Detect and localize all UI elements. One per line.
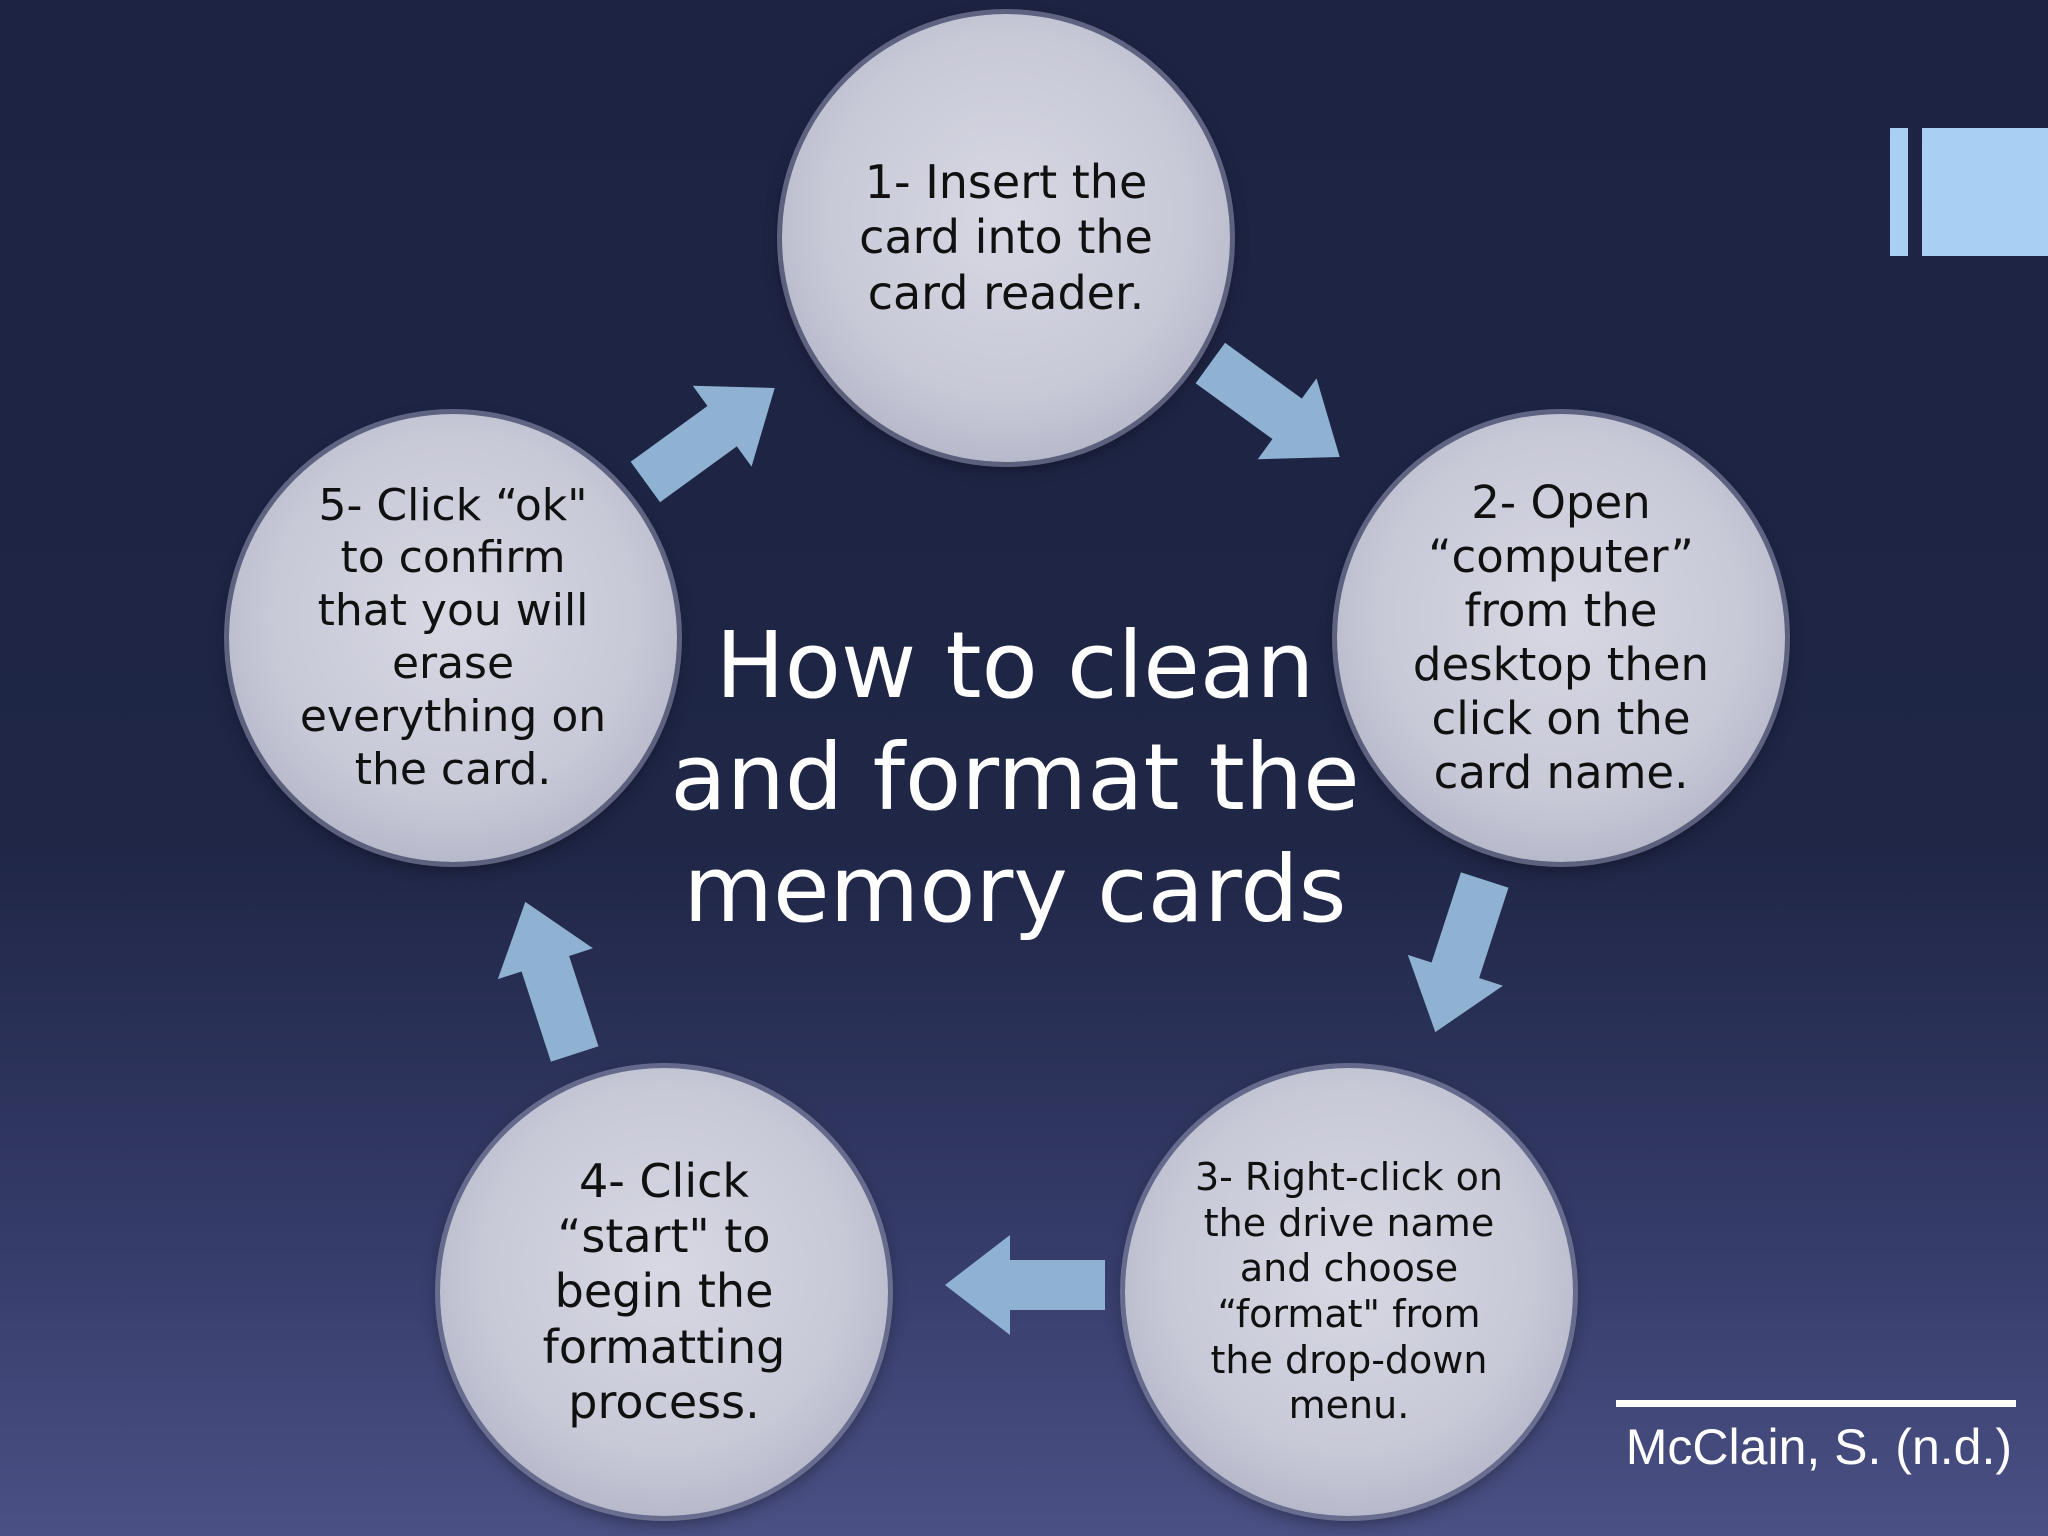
diagram-title: How to clean and format the memory cards bbox=[670, 612, 1360, 944]
step-3-text: 3- Right-click on the drive name and cho… bbox=[1194, 1155, 1504, 1428]
arrow-5-to-1-icon bbox=[630, 385, 775, 503]
step-4-text: 4- Click “start" to begin the formatting… bbox=[542, 1154, 786, 1429]
credit-divider bbox=[1616, 1400, 2016, 1407]
arrow-1-to-2-icon bbox=[1195, 342, 1340, 460]
step-3-circle: 3- Right-click on the drive name and cho… bbox=[1125, 1068, 1573, 1516]
credit-text: McClain, S. (n.d.) bbox=[1625, 1419, 2012, 1475]
arrow-3-to-4-icon bbox=[945, 1235, 1105, 1335]
arrow-4-to-5-icon bbox=[497, 901, 599, 1062]
step-2-circle: 2- Open “computer” from the desktop then… bbox=[1337, 414, 1785, 862]
arrow-2-to-3-icon bbox=[1407, 872, 1509, 1033]
step-2-text: 2- Open “computer” from the desktop then… bbox=[1412, 476, 1710, 799]
corner-accent-block bbox=[1922, 128, 2048, 256]
step-4-circle: 4- Click “start" to begin the formatting… bbox=[440, 1068, 888, 1516]
step-1-text: 1- Insert the card into the card reader. bbox=[859, 155, 1153, 320]
corner-accent-thin bbox=[1890, 128, 1908, 256]
step-5-circle: 5- Click “ok" to confirm that you will e… bbox=[229, 414, 677, 862]
step-5-text: 5- Click “ok" to confirm that you will e… bbox=[299, 479, 607, 795]
step-1-circle: 1- Insert the card into the card reader. bbox=[782, 14, 1230, 462]
